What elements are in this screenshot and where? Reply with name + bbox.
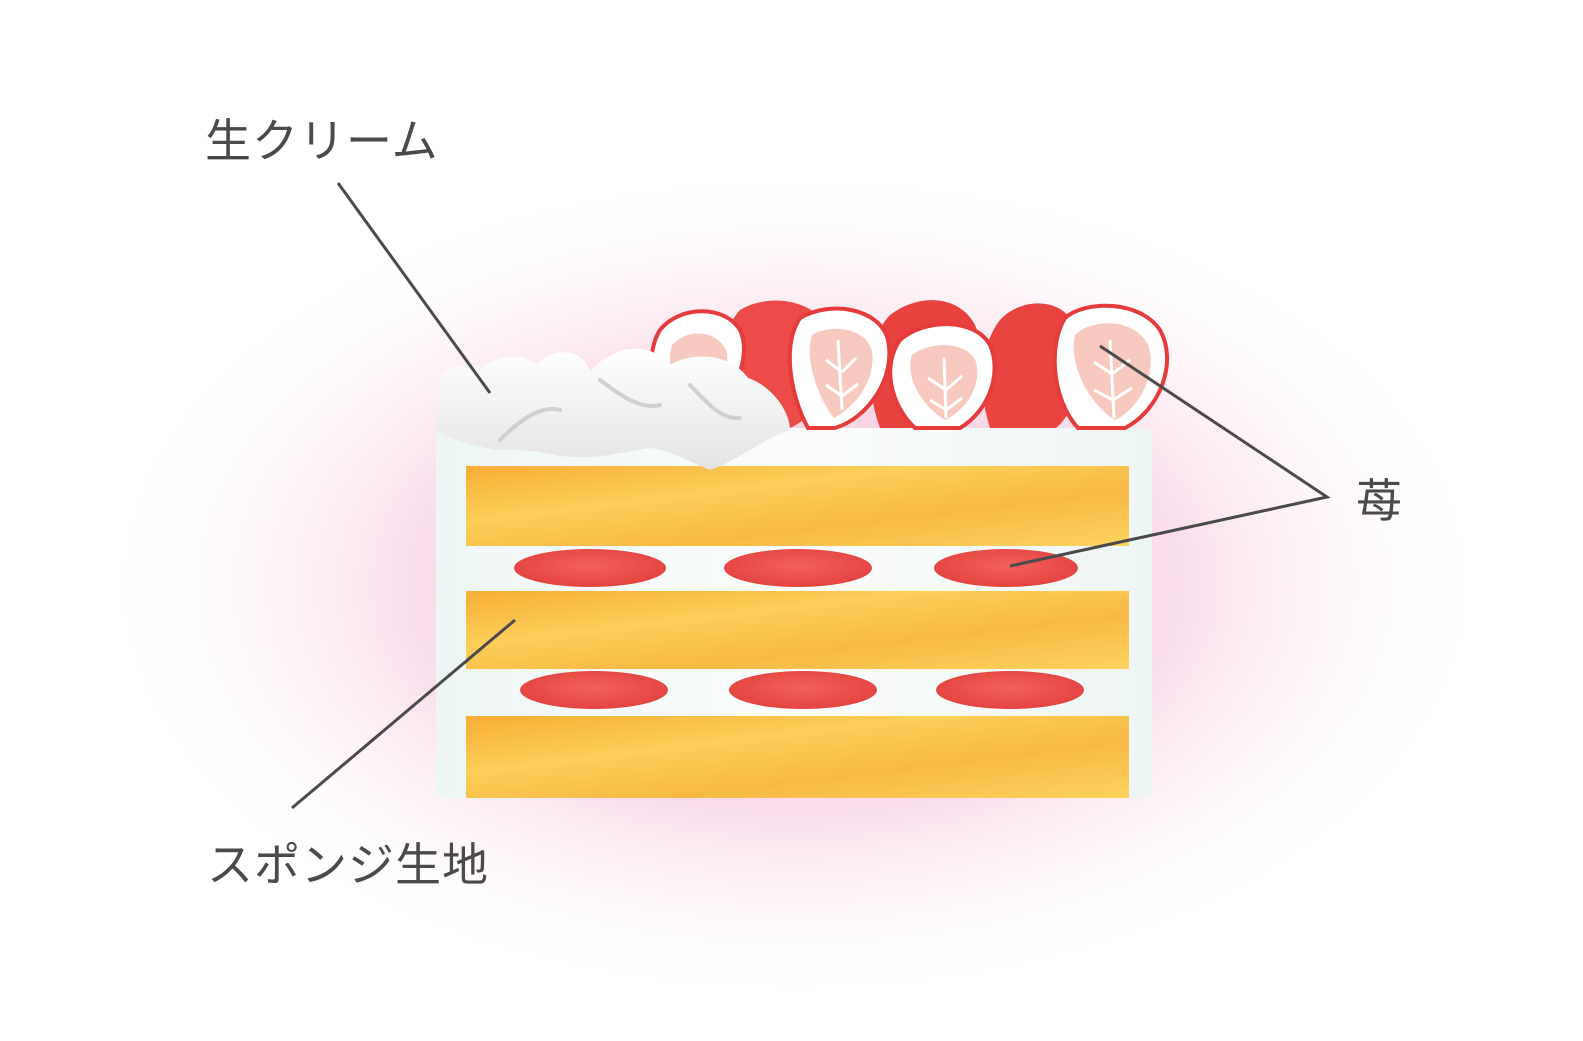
sponge-label: スポンジ生地 (207, 838, 489, 892)
strawberry-slice (936, 671, 1084, 709)
sponge-layer-bottom (466, 716, 1129, 798)
sponge-layer-top (466, 466, 1129, 546)
strawberry-half (787, 306, 892, 430)
strawberry-label: 苺 (1356, 474, 1403, 528)
sponge-layer-middle (466, 591, 1129, 669)
cream-leader-line (336, 182, 492, 394)
cream-label: 生クリーム (205, 114, 439, 168)
whipped-cream (436, 348, 790, 470)
strawberry-slice (724, 549, 872, 587)
strawberry-slice (520, 671, 668, 709)
strawberry-leader-line (1009, 344, 1331, 568)
sponge-leader-line (291, 618, 516, 810)
strawberry-slice (514, 549, 666, 587)
strawberry-half (1052, 303, 1170, 430)
strawberry-slice (729, 671, 877, 709)
strawberry-half (888, 322, 997, 430)
